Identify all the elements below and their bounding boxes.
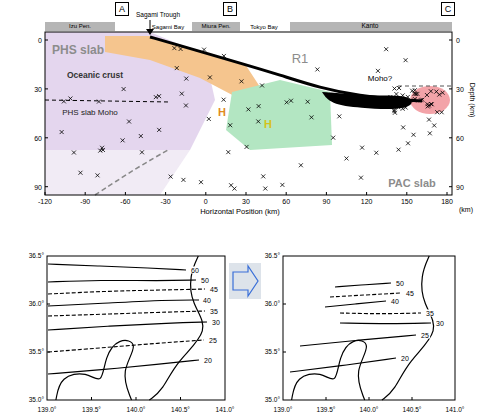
- contour-label: 30: [435, 320, 445, 327]
- contour-label: 50: [200, 277, 210, 284]
- region-label: Tokyo Bay: [250, 24, 278, 30]
- contour-label: 40: [390, 298, 400, 305]
- map-tick: 140.0°: [360, 407, 379, 414]
- axis-label: 30: [242, 198, 250, 205]
- map-tick: 141.0°: [446, 407, 465, 414]
- contour-label: 25: [208, 337, 218, 344]
- contour-label: 45: [209, 286, 219, 293]
- transition-arrow: [229, 263, 261, 299]
- section-letter: B: [227, 5, 233, 14]
- hypocenter-crosses: [60, 46, 445, 190]
- map-tick: 36.0°: [265, 301, 280, 308]
- axis-label: 60: [282, 198, 290, 205]
- region-label: PHS slab Moho: [62, 109, 118, 117]
- region-label: PHS slab: [52, 44, 104, 56]
- axis-label: (km): [459, 206, 473, 213]
- map-tick: 139.5°: [82, 407, 101, 414]
- region-label: PAC slab: [388, 178, 435, 189]
- axis-label: 150: [401, 198, 413, 205]
- section-marker-box: C: [441, 2, 455, 16]
- region-label: H: [218, 107, 226, 118]
- axis-label: 60: [34, 134, 42, 141]
- axis-label: -90: [80, 198, 90, 205]
- region-label: Izu Pen.: [69, 23, 91, 29]
- contour-label: 25: [420, 332, 430, 339]
- map-tick: 140.5°: [403, 407, 422, 414]
- axis-label: Depth (km): [469, 83, 476, 118]
- axis-label: 90: [456, 183, 464, 190]
- map-tick: 35.0°: [29, 397, 44, 404]
- contour-label: 20: [203, 357, 213, 364]
- map-panel: [283, 256, 455, 400]
- map-tick: 36.5°: [265, 253, 280, 260]
- axis-label: 30: [34, 85, 42, 92]
- map-tick: 35.5°: [265, 349, 280, 356]
- axis-label: 180: [441, 198, 453, 205]
- section-marker-box: B: [223, 2, 237, 16]
- region-label: R1: [292, 52, 309, 65]
- map-tick: 140.0°: [127, 407, 146, 414]
- axis-label: 120: [361, 198, 373, 205]
- section-letter: C: [445, 5, 452, 14]
- region-label: Sagami Trough: [136, 12, 180, 19]
- contour-label: 45: [405, 290, 415, 297]
- contour-label: 35: [209, 308, 219, 315]
- contour-label: 30: [211, 319, 221, 326]
- axis-label: 90: [34, 183, 42, 190]
- axis-label: 0: [38, 37, 42, 44]
- region-label: Moho?: [368, 75, 392, 83]
- axis-label: 90: [322, 198, 330, 205]
- section-letter: A: [119, 5, 125, 14]
- axis-label: 0: [204, 198, 208, 205]
- map-tick: 36.5°: [29, 253, 44, 260]
- contour-label: 40: [202, 297, 212, 304]
- map-tick: 36.0°: [29, 301, 44, 308]
- contour-label: 20: [400, 355, 410, 362]
- region-label: H: [264, 119, 272, 130]
- map-tick: 35.0°: [265, 397, 280, 404]
- axis-label: -30: [161, 198, 171, 205]
- axis-label: -120: [38, 198, 52, 205]
- axis-label: 0: [456, 37, 460, 44]
- axis-label: 30: [456, 85, 464, 92]
- map-tick: 139.0°: [38, 407, 57, 414]
- map-tick: 35.5°: [29, 349, 44, 356]
- map-tick: 139.5°: [317, 407, 336, 414]
- region-label: Kanto: [362, 23, 379, 30]
- section-marker-box: A: [115, 2, 129, 16]
- region-label: Oceanic crust: [67, 71, 123, 80]
- region-label: Miura Pen.: [201, 23, 230, 29]
- contour-label: 35: [425, 310, 435, 317]
- map-tick: 140.5°: [171, 407, 190, 414]
- axis-label: 60: [456, 134, 464, 141]
- axis-label: -60: [120, 198, 130, 205]
- map-tick: 141.0°: [216, 407, 235, 414]
- contour-label: 60: [190, 267, 200, 274]
- map-panel: [47, 256, 225, 400]
- axis-label: Horizontal Position (km): [200, 208, 280, 216]
- region-label: Sagami Bay: [152, 24, 184, 30]
- map-tick: 139.0°: [274, 407, 293, 414]
- contour-label: 50: [395, 280, 405, 287]
- cross-section: [45, 20, 452, 195]
